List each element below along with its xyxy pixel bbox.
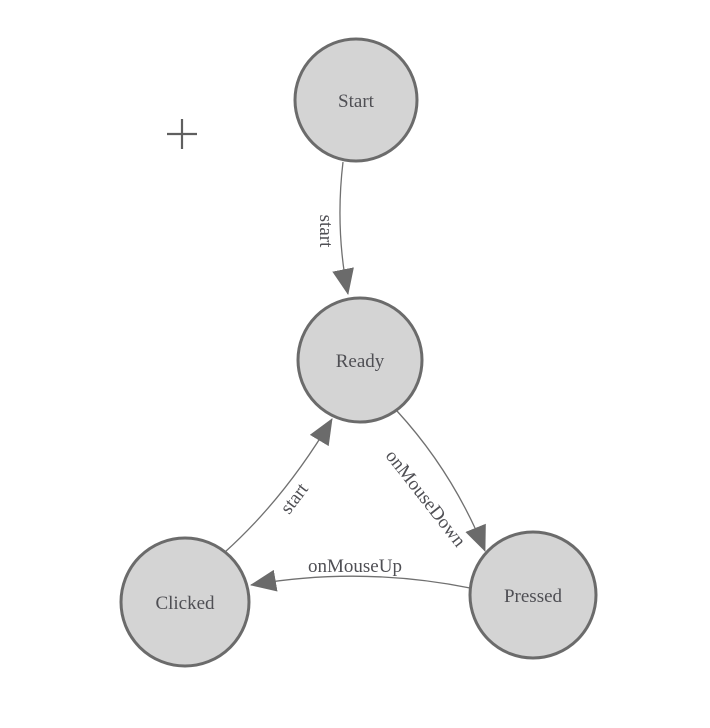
edge-pressed-to-clicked: onMouseUp (250, 556, 471, 592)
edge-start-to-ready: start (315, 161, 354, 295)
node-clicked-circle[interactable] (119, 536, 251, 668)
edge-label-start: start (315, 215, 336, 248)
edge-label-start-2: start (276, 479, 313, 518)
edge-path-pressed-to-clicked (250, 569, 471, 592)
node-clicked-label: Clicked (155, 593, 215, 614)
node-ready[interactable]: Ready (296, 296, 424, 424)
node-clicked[interactable]: Clicked (119, 536, 251, 668)
node-start[interactable]: Start (293, 37, 419, 163)
node-ready-label: Ready (336, 351, 385, 372)
edge-clicked-to-ready: start (224, 418, 333, 553)
node-pressed-circle[interactable] (468, 530, 598, 660)
edge-label-onmouseup: onMouseUp (308, 556, 402, 577)
edge-ready-to-pressed: onMouseDown (381, 410, 486, 552)
node-start-label: Start (338, 91, 375, 112)
crosshair-cursor-icon (167, 119, 197, 149)
node-pressed[interactable]: Pressed (468, 530, 598, 660)
node-start-circle[interactable] (293, 37, 419, 163)
edge-label-onmousedown: onMouseDown (381, 446, 470, 552)
node-pressed-label: Pressed (504, 586, 563, 607)
node-ready-circle[interactable] (296, 296, 424, 424)
edge-path-clicked-to-ready (224, 418, 333, 553)
edge-path-start-to-ready (332, 161, 354, 295)
edge-path-ready-to-pressed (396, 410, 486, 552)
